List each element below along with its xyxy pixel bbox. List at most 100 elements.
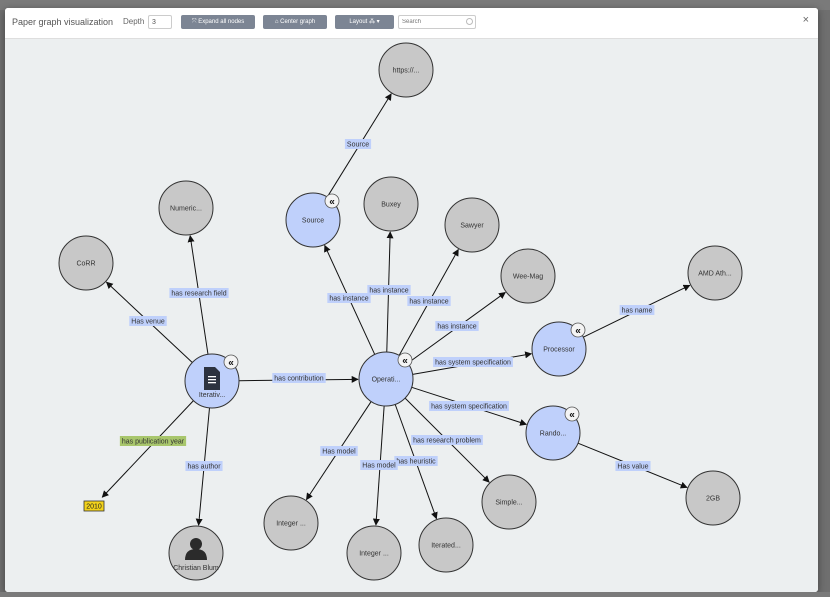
edge-label: has heuristic (394, 456, 438, 466)
modal-title: Paper graph visualization (12, 17, 114, 27)
node-label: Buxey (381, 202, 401, 209)
node-circle[interactable] (481, 474, 537, 530)
node-label: Integer ... (276, 521, 306, 528)
edge-label-text: Has model (322, 449, 356, 456)
edge-label-box (272, 373, 326, 383)
depth-input[interactable] (148, 15, 172, 29)
expand-node-icon[interactable]: « (564, 406, 580, 422)
edge-label-text: has instance (329, 296, 368, 303)
edge-label: has research problem (411, 435, 483, 445)
node-label: Operati... (372, 377, 401, 384)
node-circle[interactable] (285, 192, 341, 248)
center-graph-label: Center graph (280, 19, 316, 25)
svg-text:«: « (569, 410, 575, 421)
expand-node-icon[interactable]: « (223, 354, 239, 370)
graph-node-weemag[interactable]: Wee-Mag (500, 248, 556, 304)
node-label: https://... (393, 68, 420, 75)
edge-label: has research field (169, 288, 229, 298)
expand-icon: ⤧ (191, 19, 197, 25)
close-button[interactable]: × (802, 14, 809, 26)
edge-label-box (367, 285, 411, 295)
graph-node-contrib[interactable]: Operati... « (358, 351, 414, 407)
graph-canvas[interactable]: Iterativ...« Christian Blum 2010 CoRR Numeri… (5, 39, 818, 592)
node-circle[interactable] (444, 197, 500, 253)
graph-node-integer1[interactable]: Integer ... (346, 525, 402, 581)
node-circle[interactable] (531, 321, 587, 377)
document-icon (204, 367, 220, 390)
svg-text:«: « (329, 197, 335, 208)
graph-node-gb[interactable]: 2GB (685, 470, 741, 526)
edge-label-box (129, 316, 167, 326)
edge-label-box (435, 321, 479, 331)
edge-label: Has model (360, 460, 398, 470)
expand-all-label: Expand all nodes (198, 19, 245, 25)
expand-all-button[interactable]: ⤧ Expand all nodes (181, 15, 255, 29)
center-graph-button[interactable]: ⌂ Center graph (263, 15, 327, 29)
edge-label: has publication year (119, 436, 187, 446)
svg-text:«: « (228, 358, 234, 369)
edge-label: has system specification (433, 357, 513, 367)
expand-node-icon[interactable]: « (570, 322, 586, 338)
graph-node-processor[interactable]: Processor« (531, 321, 587, 377)
node-label: Rando... (540, 431, 567, 438)
layout-dropdown-button[interactable]: Layout ⁂ ▾ (335, 15, 394, 29)
node-circle[interactable] (378, 42, 434, 98)
edge-label: Has value (615, 461, 651, 471)
edge-label-box (320, 446, 358, 456)
edge-label-box (185, 461, 223, 471)
edge-label: has instance (327, 293, 371, 303)
graph-node-year[interactable]: 2010 (83, 500, 105, 512)
graph-node-sawyer[interactable]: Sawyer (444, 197, 500, 253)
node-circle[interactable] (158, 180, 214, 236)
node-circle[interactable] (58, 235, 114, 291)
graph-node-author[interactable]: Christian Blum (168, 525, 224, 581)
edge-label-box (360, 460, 398, 470)
node-label: 2GB (706, 496, 720, 503)
edge-label: has name (619, 305, 655, 315)
edge-label: has instance (435, 321, 479, 331)
edge-label-text: Has venue (131, 319, 165, 326)
search-input[interactable] (398, 15, 476, 29)
expand-node-icon[interactable]: « (397, 352, 413, 368)
node-label: Numeric... (170, 206, 202, 213)
graph-node-iterated[interactable]: Iterated... (418, 517, 474, 573)
graph-node-url[interactable]: https://... (378, 42, 434, 98)
page-backdrop-bottom (0, 592, 830, 597)
person-icon (185, 538, 207, 560)
expand-node-icon[interactable]: « (324, 193, 340, 209)
node-circle[interactable] (500, 248, 556, 304)
node-label: Iterated... (431, 543, 461, 550)
graph-node-amd[interactable]: AMD Ath... (687, 245, 743, 301)
edge-label-text: has system specification (435, 360, 511, 367)
graph-node-venue[interactable]: CoRR (58, 235, 114, 291)
node-circle[interactable] (358, 351, 414, 407)
graph-node-integer2[interactable]: Integer ... (263, 495, 319, 551)
node-box[interactable] (83, 500, 105, 512)
graph-node-random[interactable]: Rando... « (525, 405, 581, 461)
edge-label-text: has heuristic (396, 459, 436, 466)
node-label: 2010 (86, 504, 102, 511)
node-circle[interactable] (346, 525, 402, 581)
edge-label-box (344, 139, 372, 149)
graph-node-source[interactable]: Source« (285, 192, 341, 248)
graph-node-buxey[interactable]: Buxey (363, 176, 419, 232)
edge-label-text: has instance (437, 324, 476, 331)
node-circle[interactable] (418, 517, 474, 573)
graph-node-field[interactable]: Numeric... (158, 180, 214, 236)
edge-label-box (394, 456, 438, 466)
graph-node-paper[interactable]: Iterativ...« (184, 353, 240, 409)
home-icon: ⌂ (274, 19, 279, 25)
edge-label: Has model (320, 446, 358, 456)
node-circle[interactable] (363, 176, 419, 232)
node-circle[interactable] (263, 495, 319, 551)
edge-label-box (429, 401, 509, 411)
node-circle[interactable] (685, 470, 741, 526)
graph-svg[interactable]: Iterativ...« Christian Blum 2010 CoRR Numeri… (5, 39, 818, 592)
edge-label: has contribution (272, 373, 326, 383)
graph-node-simple[interactable]: Simple... (481, 474, 537, 530)
edge-label-box (619, 305, 655, 315)
edge-label-text: Has model (362, 463, 396, 470)
node-circle[interactable] (687, 245, 743, 301)
node-circle[interactable] (525, 405, 581, 461)
search-clear-icon[interactable] (466, 18, 473, 25)
